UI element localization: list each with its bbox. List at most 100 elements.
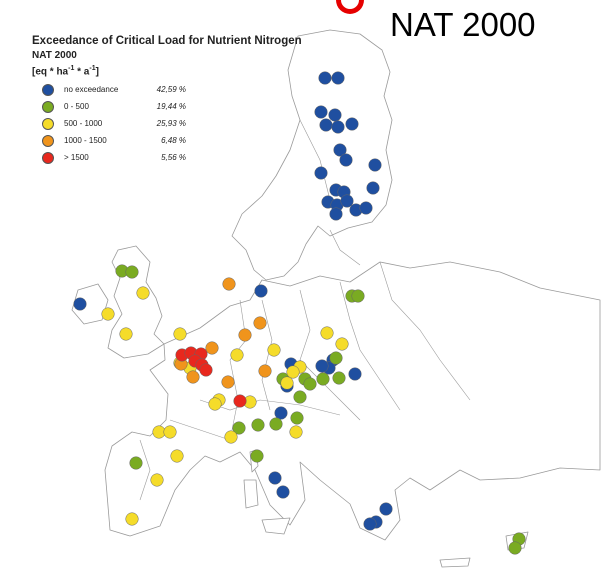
legend-item-no-exceedance: no exceedance 42,59 % [32, 81, 382, 98]
site-marker-500-1000 [280, 376, 294, 390]
site-marker-500-1000 [119, 327, 133, 341]
site-marker-no-exceedance [314, 166, 328, 180]
legend-item-500-1000: 500 - 1000 25,93 % [32, 115, 382, 132]
legend-subtitle: NAT 2000 [32, 50, 77, 61]
site-marker-no-exceedance [345, 117, 359, 131]
legend-percent: 6,48 % [161, 136, 186, 146]
legend-item-0-500: 0 - 500 19,44 % [32, 98, 382, 115]
site-marker-500-1000 [224, 430, 238, 444]
site-marker-0-500 [251, 418, 265, 432]
site-marker-no-exceedance [254, 284, 268, 298]
legend-label: 1000 - 1500 [64, 136, 107, 146]
site-marker-no-exceedance [315, 359, 329, 373]
site-marker-500-1000 [170, 449, 184, 463]
site-marker-1000-1500 [238, 328, 252, 342]
site-marker-0-500 [269, 417, 283, 431]
site-marker-no-exceedance [368, 158, 382, 172]
legend-swatch-1000-1500 [42, 134, 54, 147]
site-marker-no-exceedance [73, 297, 87, 311]
site-marker-1000-1500 [186, 370, 200, 384]
site-marker-500-1000 [150, 473, 164, 487]
great-britain-outline [107, 245, 165, 359]
site-marker-no-exceedance [274, 406, 288, 420]
site-marker-500-1000 [125, 512, 139, 526]
legend-swatch-gt-1500 [42, 151, 54, 164]
map-legend: Exceedance of Critical Load for Nutrient… [32, 34, 382, 166]
site-marker-0-500 [125, 265, 139, 279]
site-marker-0-500 [290, 411, 304, 425]
site-marker-0-500 [303, 377, 317, 391]
site-marker-no-exceedance [348, 367, 362, 381]
site-marker-gt-1500 [233, 394, 247, 408]
site-marker-no-exceedance [331, 120, 345, 134]
site-marker-no-exceedance [318, 71, 332, 85]
site-marker-1000-1500 [222, 277, 236, 291]
country-borders [139, 119, 471, 501]
site-marker-500-1000 [101, 307, 115, 321]
site-marker-0-500 [129, 456, 143, 470]
scandinavia-outline [231, 29, 393, 281]
site-marker-no-exceedance [339, 153, 353, 167]
sicily-outline [261, 517, 291, 535]
site-marker-no-exceedance [276, 485, 290, 499]
site-marker-no-exceedance [366, 181, 380, 195]
legend-item-1000-1500: 1000 - 1500 6,48 % [32, 132, 382, 149]
site-marker-500-1000 [289, 425, 303, 439]
legend-label: no exceedance [64, 85, 119, 95]
legend-label: > 1500 [64, 153, 89, 163]
page-title: NAT 2000 [390, 6, 536, 43]
legend-percent: 25,93 % [156, 119, 186, 129]
site-marker-0-500 [351, 289, 365, 303]
site-marker-500-1000 [286, 365, 300, 379]
legend-percent: 5,56 % [161, 153, 186, 163]
site-marker-no-exceedance [333, 143, 347, 157]
decorative-red-arc [336, 0, 364, 14]
crete-outline [439, 557, 471, 568]
site-marker-0-500 [232, 421, 246, 435]
site-marker-500-1000 [152, 425, 166, 439]
site-marker-0-500 [316, 372, 330, 386]
sardinia-outline [243, 479, 259, 509]
site-marker-500-1000 [320, 326, 334, 340]
site-marker-no-exceedance [363, 517, 377, 531]
legend-label: 500 - 1000 [64, 119, 103, 129]
site-marker-0-500 [250, 449, 264, 463]
legend-swatch-no-exceedance [42, 83, 54, 96]
ireland-outline [71, 283, 109, 325]
site-marker-no-exceedance [329, 207, 343, 221]
site-marker-500-1000 [173, 327, 187, 341]
legend-swatch-0-500 [42, 100, 54, 113]
site-marker-1000-1500 [258, 364, 272, 378]
site-marker-no-exceedance [340, 194, 354, 208]
site-marker-1000-1500 [221, 375, 235, 389]
continental-europe-outline [104, 261, 601, 541]
site-marker-0-500 [332, 371, 346, 385]
site-marker-500-1000 [163, 425, 177, 439]
legend-item-gt-1500: > 1500 5,56 % [32, 149, 382, 166]
site-marker-500-1000 [267, 343, 281, 357]
legend-percent: 42,59 % [156, 85, 186, 95]
site-marker-gt-1500 [199, 363, 213, 377]
site-marker-no-exceedance [268, 471, 282, 485]
site-marker-1000-1500 [253, 316, 267, 330]
site-marker-500-1000 [335, 337, 349, 351]
site-marker-0-500 [293, 390, 307, 404]
site-marker-1000-1500 [205, 341, 219, 355]
site-marker-no-exceedance [314, 105, 328, 119]
site-marker-no-exceedance [379, 502, 393, 516]
legend-label: 0 - 500 [64, 102, 89, 112]
legend-swatch-500-1000 [42, 117, 54, 130]
legend-title: Exceedance of Critical Load for Nutrient… [32, 35, 302, 47]
site-marker-no-exceedance [331, 71, 345, 85]
site-marker-500-1000 [208, 397, 222, 411]
europe-landmass [71, 29, 601, 568]
site-marker-500-1000 [136, 286, 150, 300]
legend-percent: 19,44 % [156, 102, 186, 112]
monitoring-sites [73, 71, 526, 555]
site-marker-no-exceedance [359, 201, 373, 215]
site-marker-0-500 [329, 351, 343, 365]
site-marker-0-500 [508, 541, 522, 555]
site-marker-500-1000 [230, 348, 244, 362]
legend-unit: [eq * ha-1 * a-1] [32, 65, 99, 78]
